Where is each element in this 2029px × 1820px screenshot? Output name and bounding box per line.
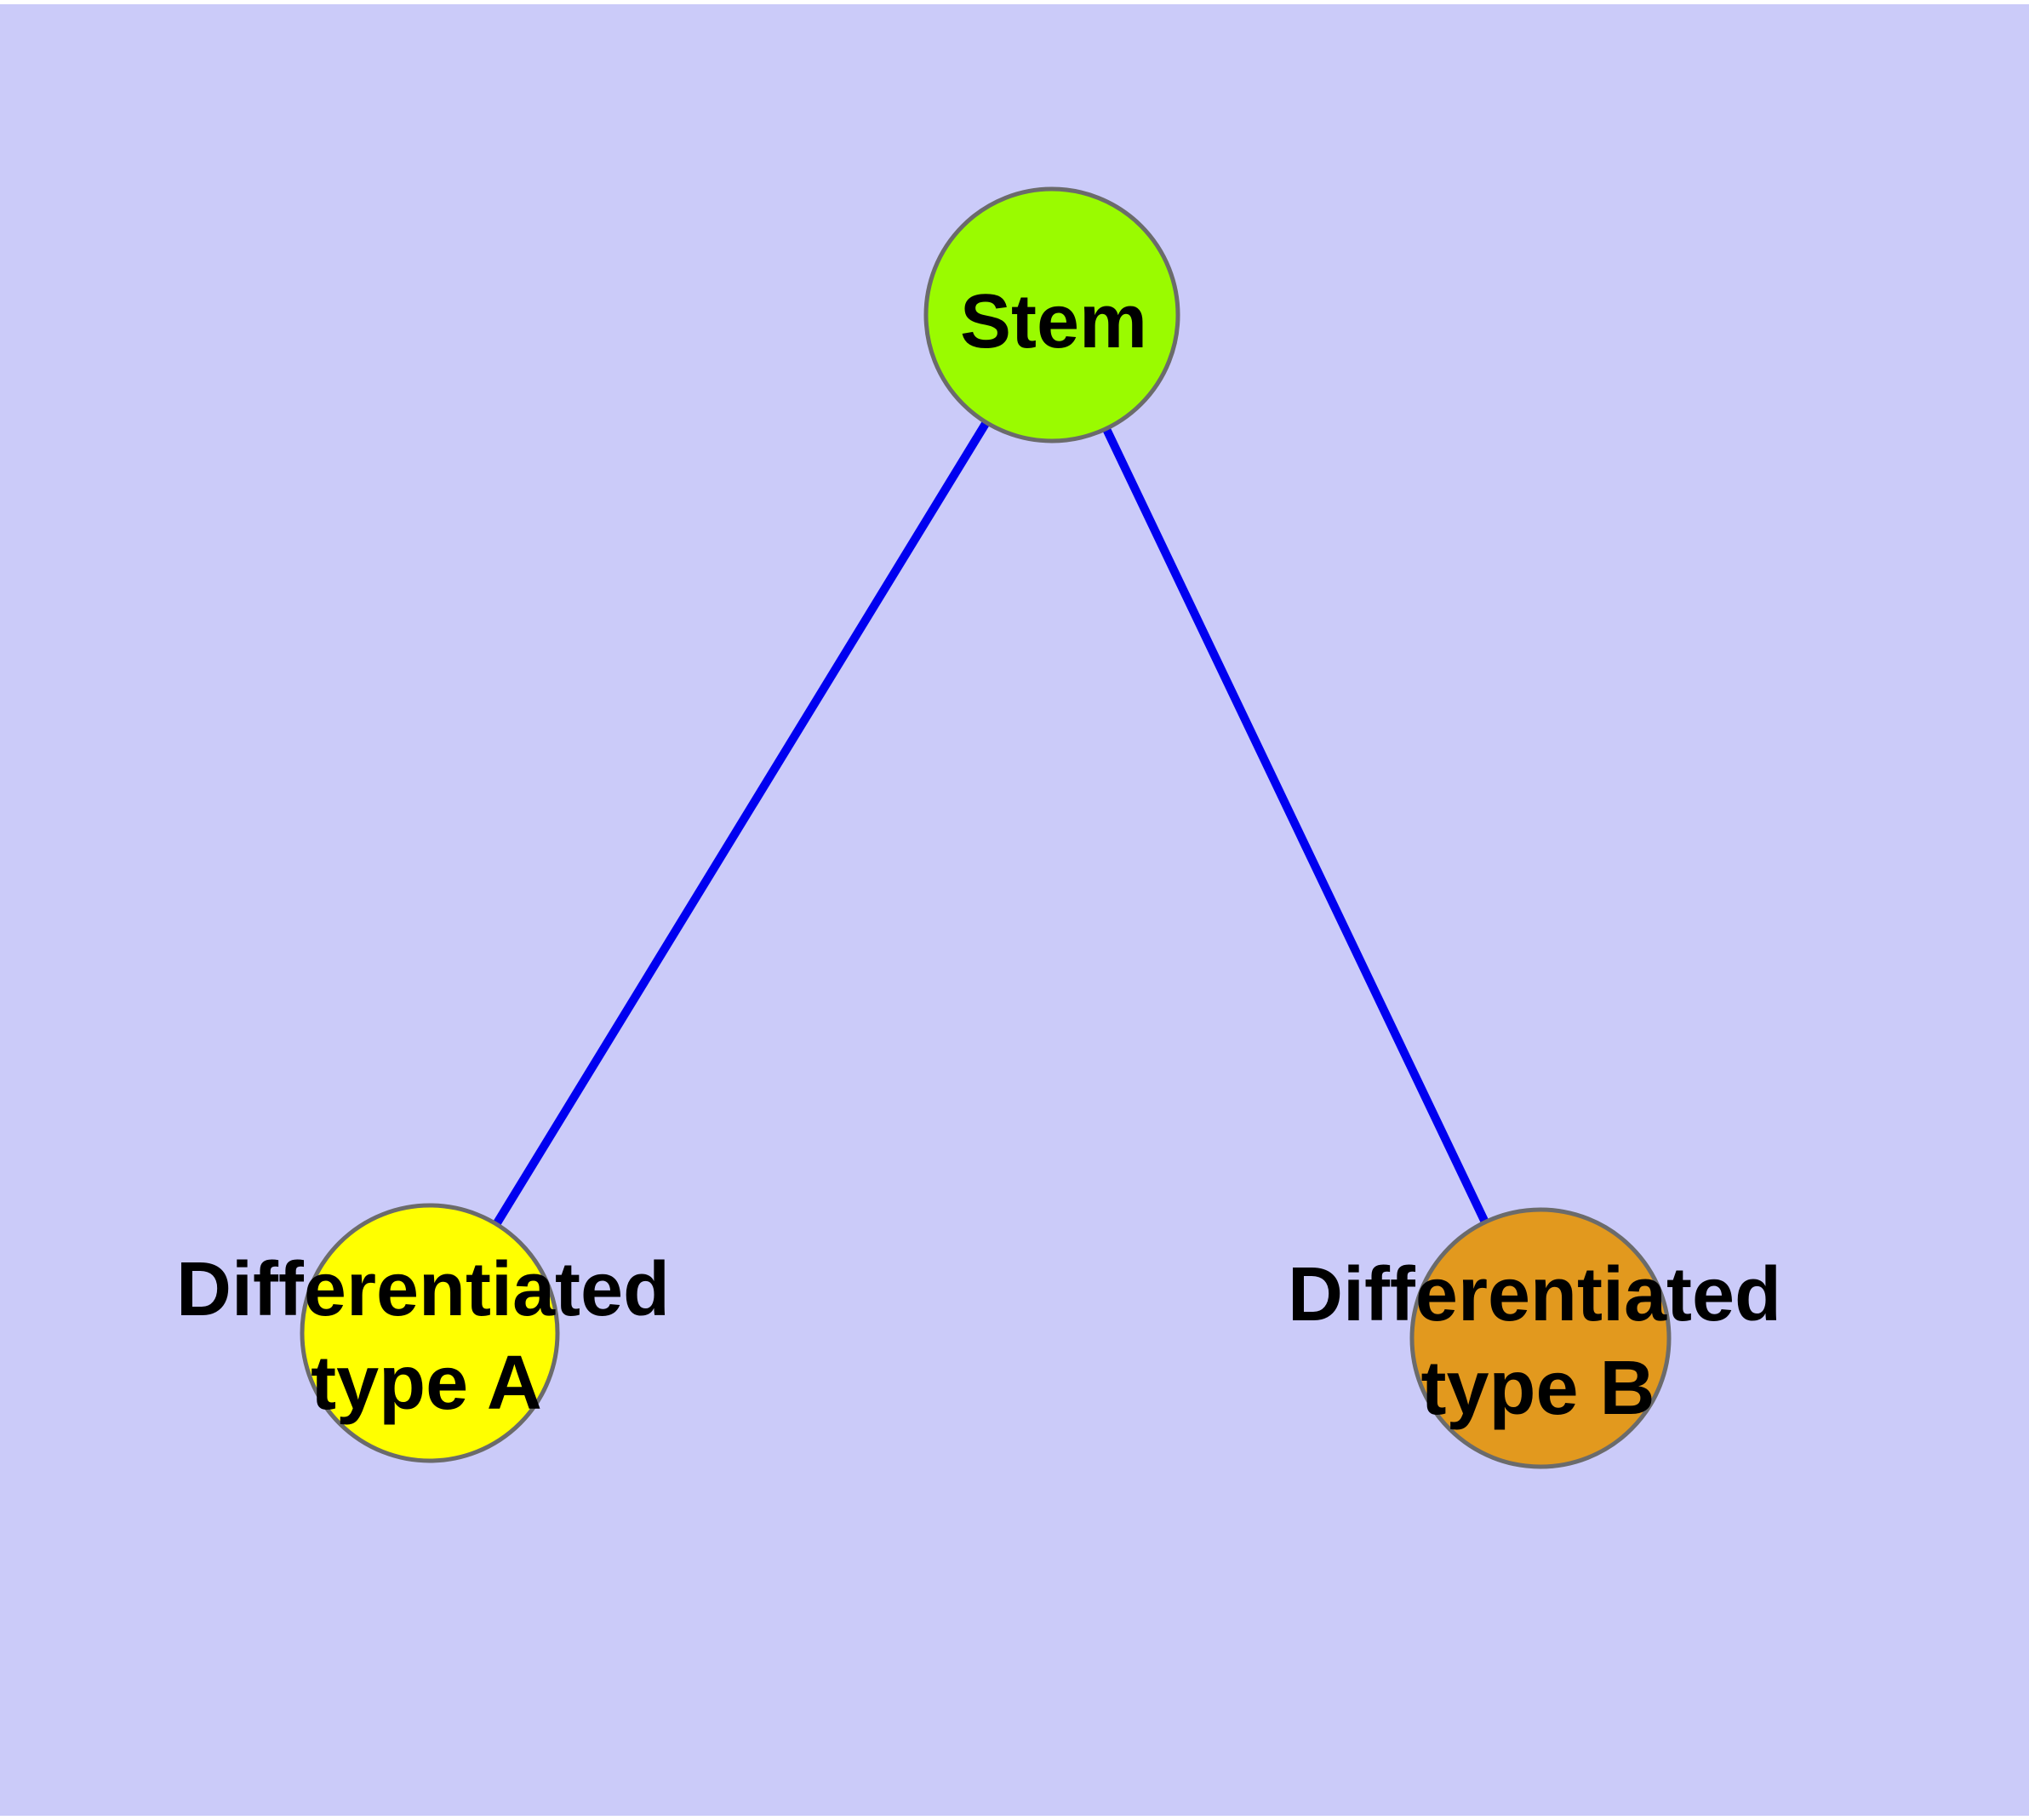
edge-stem-to-type-a xyxy=(426,312,1056,1336)
node-type-b-label-line2: type B xyxy=(1420,1346,1655,1431)
node-type-a-label-line2: type A xyxy=(311,1341,542,1426)
edge-stem-to-type-b xyxy=(1048,312,1545,1341)
node-stem xyxy=(923,186,1180,444)
node-differentiated-type-b xyxy=(1409,1207,1672,1469)
node-differentiated-type-a xyxy=(300,1203,560,1463)
node-stem-label: Stem xyxy=(960,279,1147,364)
node-type-b-label-line1: Differentiated xyxy=(1288,1252,1781,1337)
node-type-a-label-line1: Differentiated xyxy=(176,1247,670,1332)
